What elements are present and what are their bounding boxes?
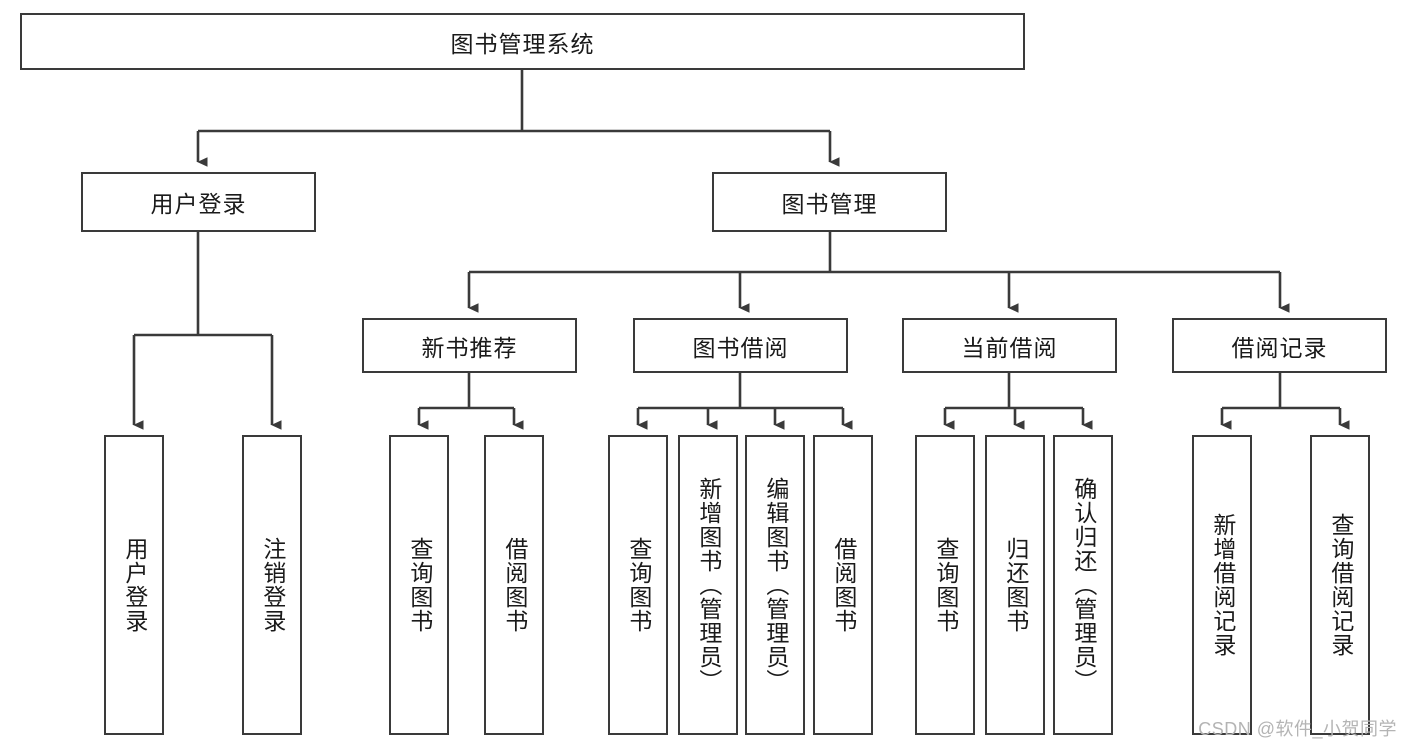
node-user-login-label: 用户登录: [150, 191, 247, 217]
node-leaf-borrow-book-1-label: 借阅图书: [501, 537, 528, 633]
node-leaf-add-book[interactable]: 新增图书（管理员）: [678, 435, 738, 735]
node-leaf-user-login[interactable]: 用户登录: [104, 435, 164, 735]
node-leaf-add-record[interactable]: 新增借阅记录: [1192, 435, 1252, 735]
node-new-book-recommend-label: 新书推荐: [421, 334, 518, 361]
csdn-watermark: CSDN @软件_小贺同学: [1198, 719, 1397, 739]
node-leaf-query-book-3-label: 查询图书: [932, 537, 959, 633]
node-leaf-return-book[interactable]: 归还图书: [985, 435, 1045, 735]
node-leaf-borrow-book-1[interactable]: 借阅图书: [484, 435, 544, 735]
node-leaf-add-book-label: 新增图书（管理员）: [695, 477, 722, 693]
node-leaf-user-login-label: 用户登录: [121, 537, 148, 633]
node-leaf-logout-label: 注销登录: [259, 537, 286, 633]
node-leaf-query-record-label: 查询借阅记录: [1327, 513, 1354, 657]
node-leaf-query-record[interactable]: 查询借阅记录: [1310, 435, 1370, 735]
node-current-borrow-label: 当前借阅: [961, 334, 1058, 361]
node-leaf-edit-book[interactable]: 编辑图书（管理员）: [745, 435, 805, 735]
node-book-borrow-label: 图书借阅: [692, 334, 789, 361]
node-leaf-borrow-book-2-label: 借阅图书: [830, 537, 857, 633]
node-leaf-return-book-label: 归还图书: [1002, 537, 1029, 633]
node-leaf-confirm-return-label: 确认归还（管理员）: [1070, 477, 1097, 693]
node-new-book-recommend[interactable]: 新书推荐: [362, 318, 577, 373]
node-leaf-query-book-2-label: 查询图书: [625, 537, 652, 633]
node-root-label: 图书管理系统: [450, 30, 595, 57]
node-leaf-query-book-1-label: 查询图书: [406, 537, 433, 633]
node-leaf-edit-book-label: 编辑图书（管理员）: [762, 477, 789, 693]
node-leaf-add-record-label: 新增借阅记录: [1209, 513, 1236, 657]
node-leaf-query-book-1[interactable]: 查询图书: [389, 435, 449, 735]
node-book-manage-label: 图书管理: [781, 191, 878, 217]
node-leaf-logout[interactable]: 注销登录: [242, 435, 302, 735]
node-leaf-confirm-return[interactable]: 确认归还（管理员）: [1053, 435, 1113, 735]
node-root[interactable]: 图书管理系统: [20, 13, 1025, 70]
node-current-borrow[interactable]: 当前借阅: [902, 318, 1117, 373]
node-book-borrow[interactable]: 图书借阅: [633, 318, 848, 373]
node-user-login[interactable]: 用户登录: [81, 172, 316, 232]
node-leaf-borrow-book-2[interactable]: 借阅图书: [813, 435, 873, 735]
node-borrow-record[interactable]: 借阅记录: [1172, 318, 1387, 373]
node-borrow-record-label: 借阅记录: [1231, 334, 1328, 361]
node-leaf-query-book-2[interactable]: 查询图书: [608, 435, 668, 735]
node-leaf-query-book-3[interactable]: 查询图书: [915, 435, 975, 735]
node-book-manage[interactable]: 图书管理: [712, 172, 947, 232]
